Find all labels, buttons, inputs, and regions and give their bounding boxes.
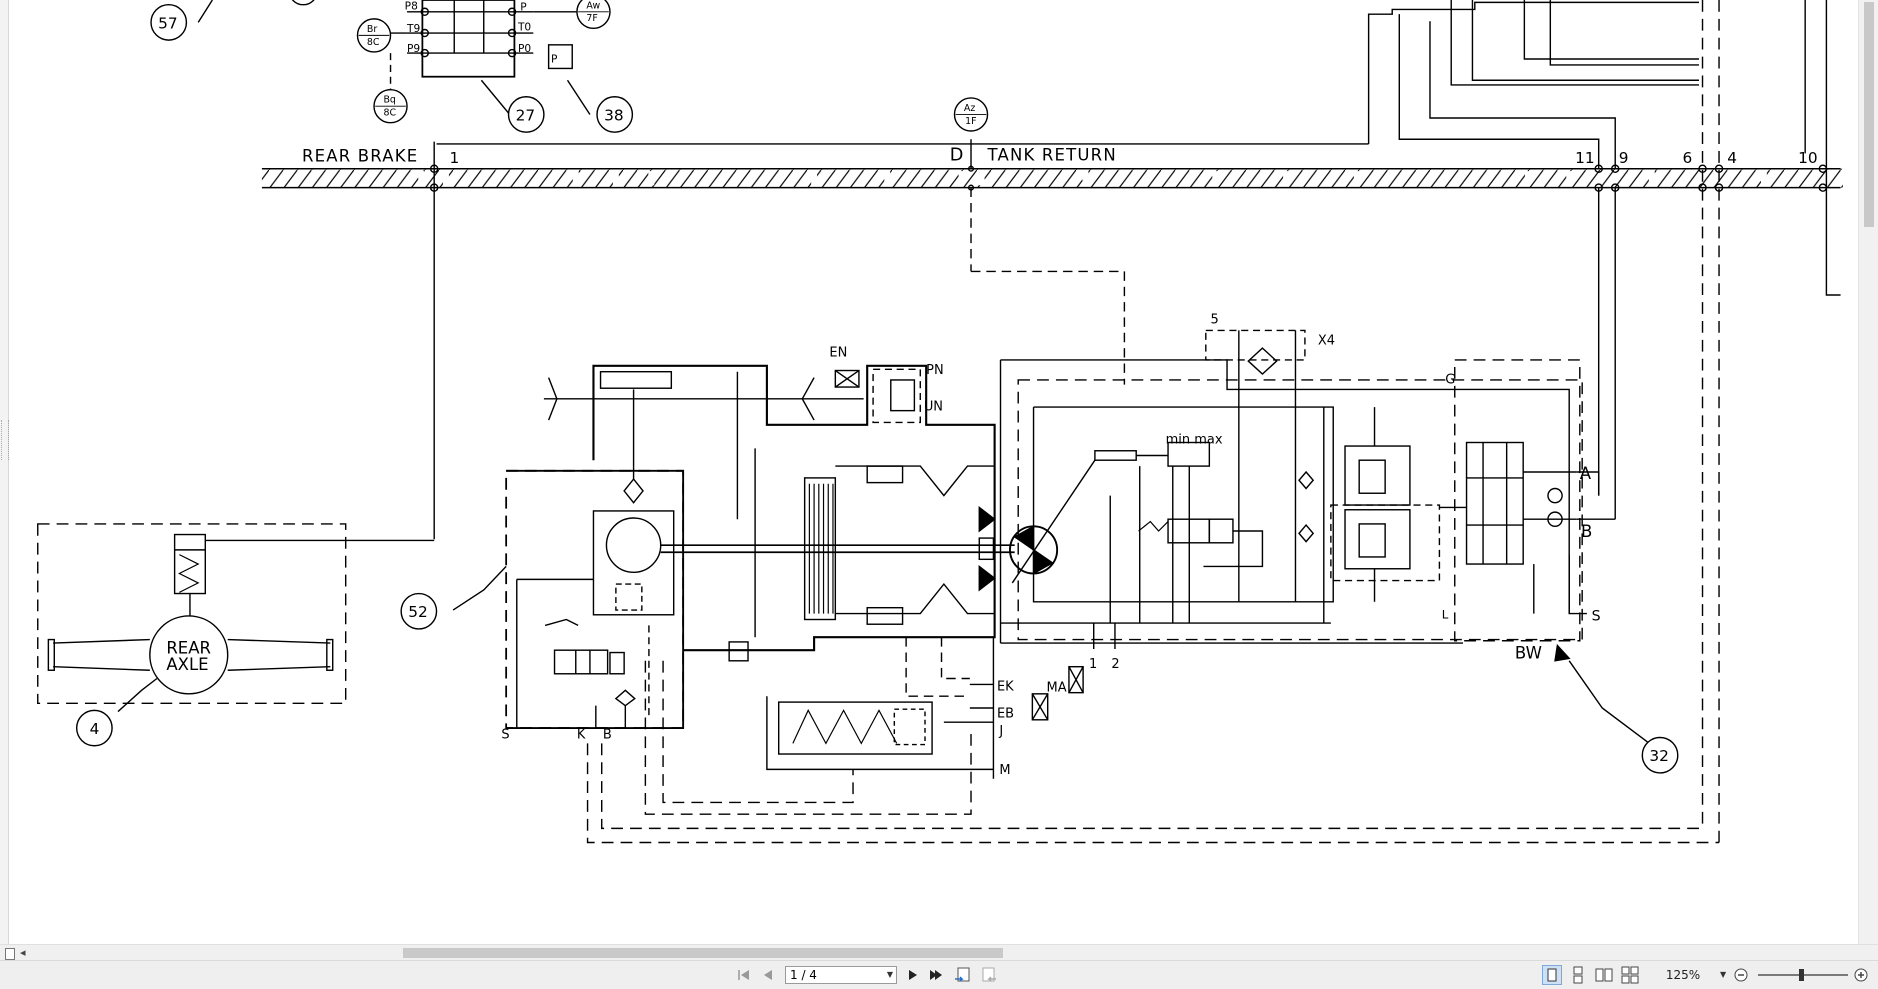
single-page-icon[interactable] — [1542, 965, 1562, 985]
zoom-out-icon[interactable] — [1732, 965, 1750, 985]
j-label: J — [998, 724, 1003, 739]
zoom-slider-handle[interactable] — [1799, 969, 1804, 981]
ref-br-top: Br — [367, 24, 377, 35]
previous-view-icon[interactable] — [953, 965, 973, 985]
num-2-label: 2 — [1111, 657, 1119, 672]
scrollbar-corner-icon — [5, 948, 15, 960]
horizontal-scrollbar[interactable]: ◂ — [0, 944, 1878, 961]
en-label: EN — [829, 345, 847, 360]
vertical-scrollbar[interactable] — [1858, 0, 1878, 944]
t9-label: T9 — [406, 22, 420, 35]
callout-52: 52 — [408, 603, 428, 621]
b-left-label: B — [603, 728, 612, 743]
n5-label: 5 — [1211, 312, 1219, 327]
k-label: K — [577, 728, 586, 743]
first-page-icon[interactable] — [735, 965, 753, 985]
min-max-label: min max — [1166, 433, 1223, 448]
callout-38-circle — [596, 96, 634, 133]
eb-label: EB — [997, 706, 1014, 721]
last-page-icon[interactable] — [927, 965, 945, 985]
p0-label: P0 — [518, 42, 531, 55]
rear-axle-label-2: AXLE — [166, 655, 208, 674]
callout-57: 57 — [158, 14, 178, 32]
line-6-label: 6 — [1682, 149, 1692, 167]
rear-axle-circle — [149, 615, 229, 695]
line-10-label: 10 — [1798, 149, 1818, 167]
l-label: L — [1442, 607, 1449, 621]
p-box-label: P — [551, 53, 558, 66]
next-page-icon[interactable] — [905, 965, 921, 985]
callout-57-circle — [150, 4, 188, 41]
p-label: P — [520, 1, 527, 14]
rear-brake-label: REAR BRAKE — [302, 147, 418, 166]
rear-axle-housing — [37, 523, 347, 704]
ref-bq-bot: 8C — [383, 108, 396, 119]
x4-label: X4 — [1318, 334, 1335, 349]
p9-label: P9 — [407, 42, 420, 55]
bw-label: BW — [1515, 643, 1542, 662]
ref-az-bot: 1F — [965, 116, 976, 127]
page-dropdown-icon[interactable]: ▼ — [886, 970, 893, 979]
ek-label: EK — [997, 679, 1014, 694]
horizontal-scroll-thumb[interactable] — [403, 948, 1003, 958]
line-9-label: 9 — [1619, 149, 1629, 167]
previous-page-icon[interactable] — [760, 965, 776, 985]
num-1-label: 1 — [1089, 657, 1097, 672]
t0-label: T0 — [517, 21, 531, 34]
p8-label: P8 — [405, 0, 418, 12]
next-view-icon[interactable] — [978, 965, 998, 985]
page-number-field[interactable]: 1 / 4 ▼ — [785, 966, 897, 984]
callout-27: 27 — [516, 106, 536, 124]
un-label: UN — [924, 400, 943, 415]
ref-aw-bot: 7F — [586, 13, 597, 24]
callout-32: 32 — [1649, 747, 1669, 765]
callout-4-circle — [75, 709, 113, 747]
line-11-label: 11 — [1575, 149, 1595, 167]
hydraulic-schematic: REAR BRAKE TANK RETURN D 1 11 9 6 4 10 R… — [37, 0, 1843, 844]
side-panel-edge[interactable] — [0, 0, 9, 944]
s-right-label: S — [1592, 609, 1601, 625]
callout-32-circle — [1641, 736, 1679, 774]
g-label: G — [1445, 372, 1455, 387]
facing-continuous-icon[interactable] — [1620, 965, 1640, 985]
page-number-value: 1 / 4 — [790, 968, 817, 982]
document-viewport[interactable]: REAR BRAKE TANK RETURN D 1 11 9 6 4 10 R… — [0, 0, 1878, 944]
facing-icon[interactable] — [1594, 965, 1614, 985]
zoom-in-icon[interactable] — [1852, 965, 1870, 985]
b-right-label: B — [1581, 522, 1592, 541]
callout-52-circle — [400, 592, 438, 630]
ref-aw-top: Aw — [586, 0, 600, 11]
callout-27-circle — [507, 96, 545, 133]
tank-return-label: TANK RETURN — [987, 145, 1117, 164]
continuous-icon[interactable] — [1568, 965, 1588, 985]
a-right-label: A — [1580, 464, 1592, 483]
rear-axle-label-1: REAR — [166, 639, 211, 658]
vertical-scroll-thumb[interactable] — [1864, 2, 1874, 227]
scroll-left-icon[interactable]: ◂ — [20, 946, 26, 959]
zoom-level[interactable]: 125% — [1665, 968, 1701, 982]
ref-br-bot: 8C — [367, 37, 380, 48]
line-4-label: 4 — [1727, 149, 1737, 167]
ref-aw-circle — [576, 0, 611, 30]
zoom-dropdown-icon[interactable]: ▼ — [1720, 970, 1727, 979]
manifold-bar — [261, 168, 1843, 188]
pn-label: PN — [926, 363, 944, 378]
panel-resize-handle[interactable] — [1, 420, 9, 460]
viewer-toolbar: 1 / 4 ▼ 125% ▼ — [0, 960, 1878, 989]
callout-38: 38 — [604, 106, 624, 124]
line-1-label: 1 — [450, 149, 460, 167]
m-label: M — [999, 763, 1010, 778]
ref-az-top: Az — [964, 103, 975, 114]
s-left-label: S — [501, 728, 509, 743]
ma-label: MA — [1047, 680, 1067, 695]
port-d-label: D — [950, 145, 964, 165]
callout-4: 4 — [90, 720, 100, 738]
pump-circle — [605, 517, 662, 574]
ref-bq-top: Bq — [383, 95, 395, 106]
